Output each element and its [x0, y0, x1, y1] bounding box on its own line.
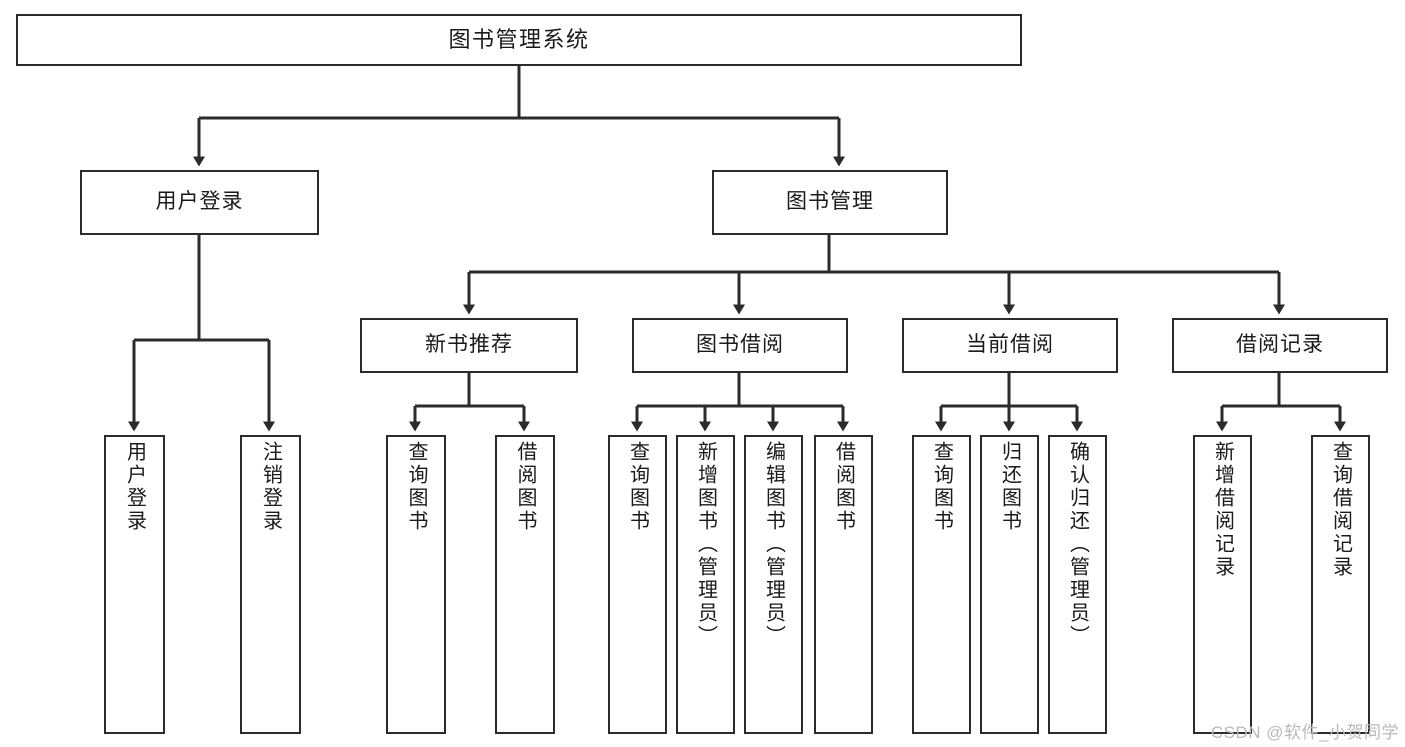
node-label: 查询图书 — [405, 441, 427, 533]
leaf-records-query-record[interactable]: 查询借阅记录 — [1311, 435, 1370, 734]
leaf-borrow-add-book-admin[interactable]: 新增图书（管理员） — [676, 435, 735, 734]
csdn-watermark: CSDN @软件_小贺同学 — [1210, 723, 1399, 742]
node-label: 新增图书（管理员） — [694, 441, 717, 648]
node-label: 归还图书 — [998, 441, 1021, 533]
leaf-current-return-book[interactable]: 归还图书 — [980, 435, 1039, 734]
node-label: 当前借阅 — [966, 333, 1054, 357]
node-label: 新增借阅记录 — [1211, 441, 1234, 579]
node-new-book-recommend[interactable]: 新书推荐 — [360, 318, 578, 373]
node-label: 图书借阅 — [696, 333, 784, 357]
node-borrow-records[interactable]: 借阅记录 — [1172, 318, 1388, 373]
leaf-borrow-edit-book-admin[interactable]: 编辑图书（管理员） — [744, 435, 803, 734]
leaf-current-confirm-return-admin[interactable]: 确认归还（管理员） — [1048, 435, 1107, 734]
node-label: 用户登录 — [155, 190, 244, 214]
node-label: 编辑图书（管理员） — [762, 441, 785, 648]
node-label: 用户登录 — [123, 441, 146, 533]
node-label: 查询图书 — [626, 441, 649, 533]
node-label: 确认归还（管理员） — [1066, 441, 1089, 648]
leaf-new-book-query[interactable]: 查询图书 — [386, 435, 446, 734]
node-label: 借阅图书 — [832, 441, 855, 533]
leaf-records-add-record[interactable]: 新增借阅记录 — [1193, 435, 1252, 734]
node-current-borrow[interactable]: 当前借阅 — [902, 318, 1118, 373]
node-label: 注销登录 — [259, 441, 282, 533]
node-label: 借阅图书 — [514, 441, 536, 533]
node-label: 新书推荐 — [425, 333, 513, 357]
leaf-current-query-book[interactable]: 查询图书 — [912, 435, 971, 734]
node-root-library-system[interactable]: 图书管理系统 — [16, 14, 1022, 66]
node-label: 借阅记录 — [1236, 333, 1324, 357]
leaf-user-login-login[interactable]: 用户登录 — [104, 435, 165, 734]
node-label: 图书管理 — [786, 190, 874, 214]
leaf-new-book-borrow[interactable]: 借阅图书 — [495, 435, 555, 734]
leaf-user-login-logout[interactable]: 注销登录 — [240, 435, 301, 734]
node-label: 查询借阅记录 — [1329, 441, 1352, 579]
node-user-login[interactable]: 用户登录 — [80, 170, 319, 235]
node-label: 图书管理系统 — [448, 27, 590, 53]
node-book-management[interactable]: 图书管理 — [712, 170, 948, 235]
leaf-borrow-borrow-book[interactable]: 借阅图书 — [814, 435, 873, 734]
node-book-borrow[interactable]: 图书借阅 — [632, 318, 848, 373]
leaf-borrow-query-book[interactable]: 查询图书 — [608, 435, 667, 734]
node-label: 查询图书 — [930, 441, 953, 533]
